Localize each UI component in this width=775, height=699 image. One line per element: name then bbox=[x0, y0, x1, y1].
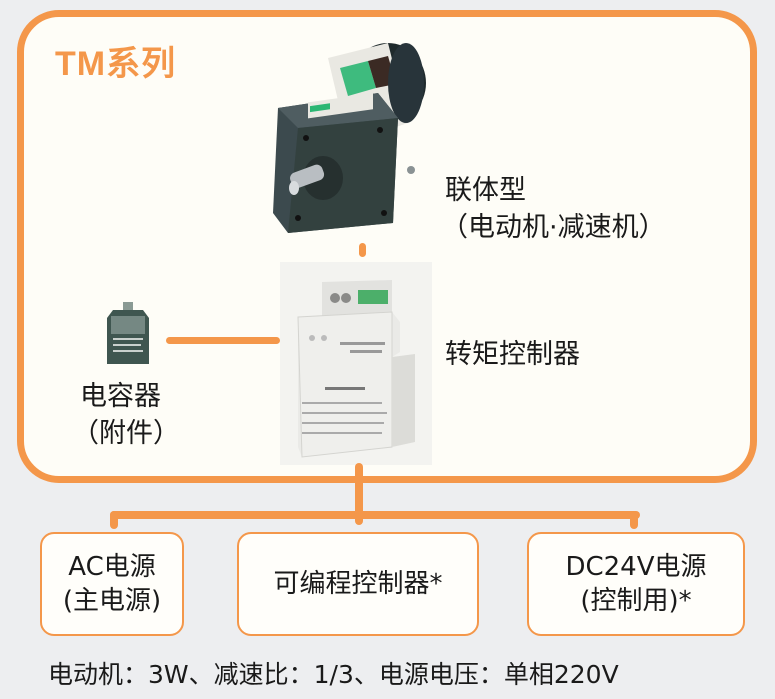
motor-controller-connector bbox=[359, 243, 366, 257]
ac-power-node: AC电源 (主电源) bbox=[40, 532, 184, 636]
geared-motor-icon bbox=[268, 28, 433, 238]
motor-label-line2: （电动机·减速机） bbox=[441, 212, 666, 243]
capacitor-label-line2: （附件） bbox=[72, 418, 180, 449]
dc-drop-connector bbox=[630, 511, 638, 529]
motor-label-line1: 联体型 bbox=[445, 175, 526, 206]
controller-trunk-connector bbox=[355, 463, 363, 525]
capacitor-label: 电容器 （附件） bbox=[72, 378, 180, 452]
motor-label: 联体型 （电动机·减速机） bbox=[441, 172, 666, 246]
ac-power-line1: AC电源 bbox=[68, 552, 156, 582]
series-title: TM系列 bbox=[55, 45, 177, 83]
ac-power-line2: (主电源) bbox=[62, 586, 162, 616]
dc24v-line2: (控制用)* bbox=[580, 586, 692, 616]
dc24v-power-node: DC24V电源 (控制用)* bbox=[527, 532, 745, 636]
bus-connector bbox=[110, 511, 640, 519]
capacitor-icon bbox=[105, 302, 151, 366]
dc24v-line1: DC24V电源 bbox=[565, 552, 707, 582]
torque-controller-icon bbox=[280, 262, 432, 465]
ac-drop-connector bbox=[110, 511, 118, 529]
capacitor-label-line1: 电容器 bbox=[80, 381, 161, 412]
plc-line1: 可编程控制器* bbox=[273, 569, 443, 599]
controller-label: 转矩控制器 bbox=[445, 339, 580, 370]
capacitor-controller-connector bbox=[166, 337, 280, 344]
plc-node: 可编程控制器* bbox=[237, 532, 479, 636]
spec-footer: 电动机：3W、减速比：1/3、电源电压：单相220V bbox=[48, 660, 619, 689]
